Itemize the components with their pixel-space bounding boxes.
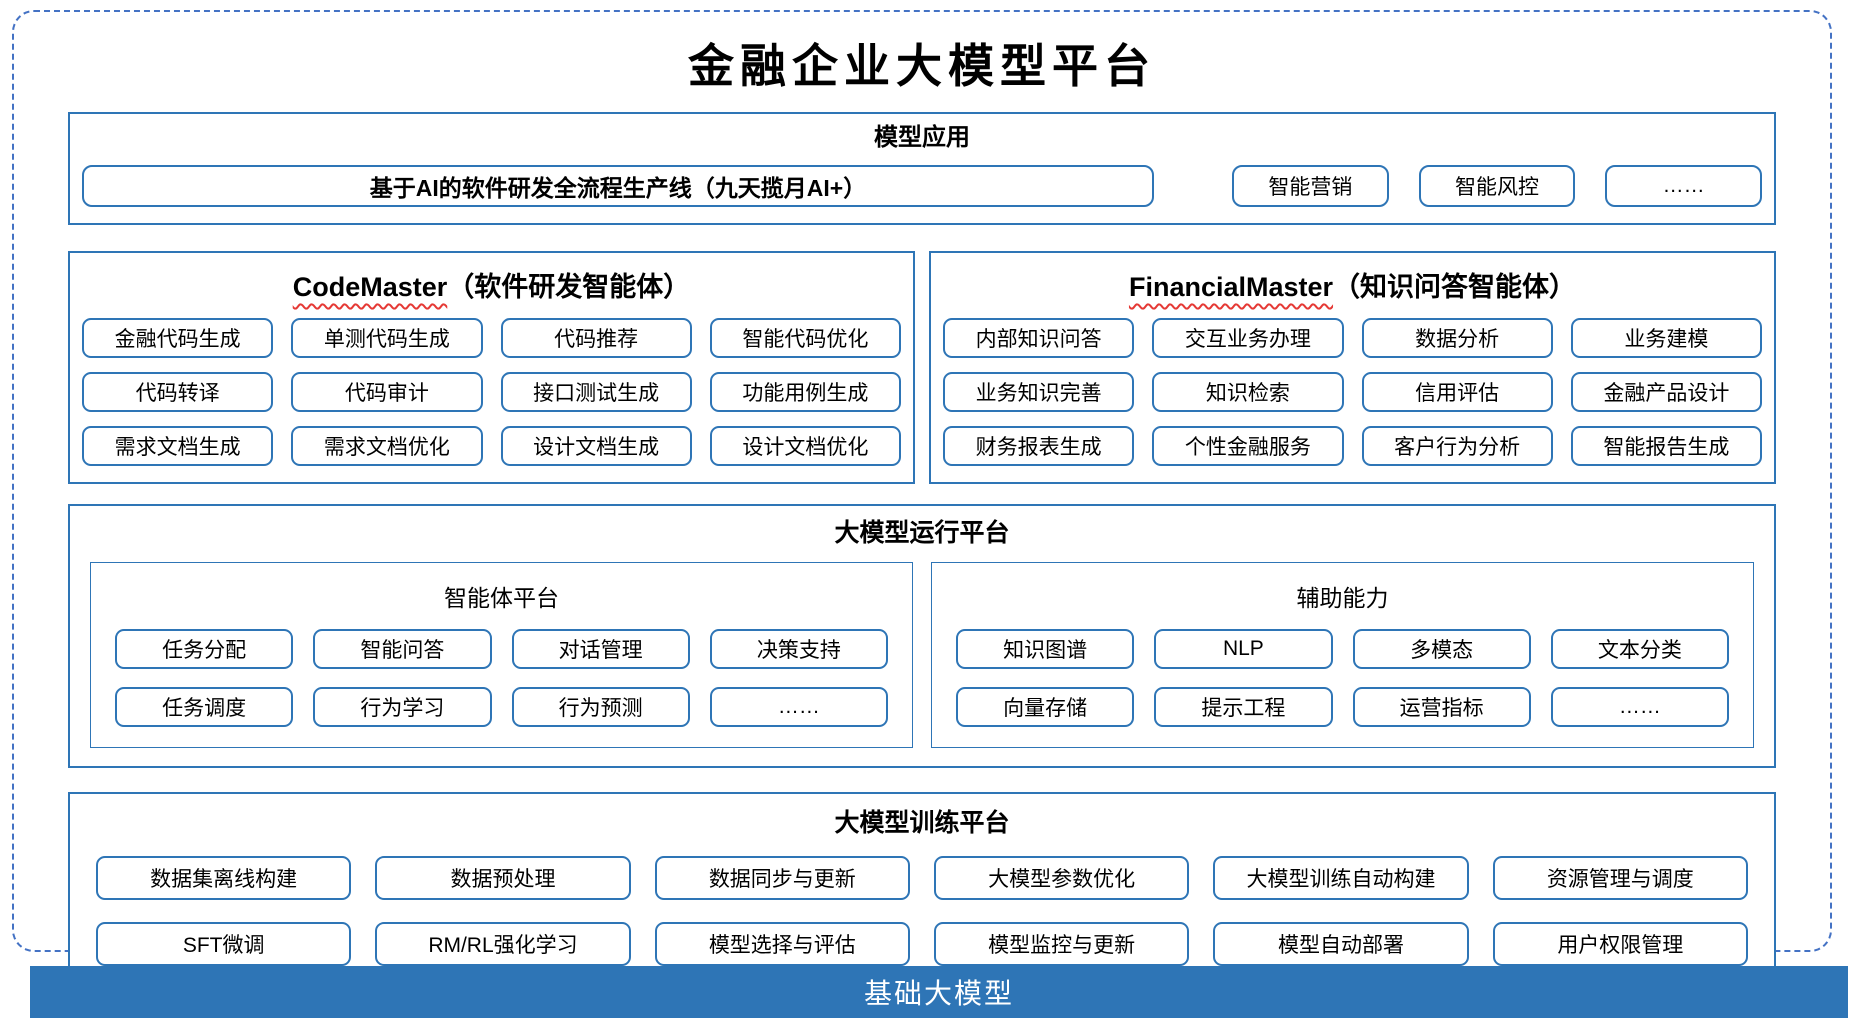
- app-item: ……: [1605, 164, 1763, 207]
- financialmaster-item: 信用评估: [1361, 371, 1553, 412]
- financialmaster-grid: 内部知识问答 交互业务办理 数据分析 业务建模 业务知识完善 知识检索 信用评估…: [943, 317, 1762, 466]
- agent-platform-item: 任务分配: [115, 628, 294, 669]
- codemaster-subtitle: （软件研发智能体）: [447, 271, 691, 302]
- agents-row: CodeMaster（软件研发智能体） 金融代码生成 单测代码生成 代码推荐 智…: [68, 250, 1776, 484]
- training-grid: 数据集离线构建 数据预处理 数据同步与更新 大模型参数优化 大模型训练自动构建 …: [96, 855, 1748, 966]
- training-platform-section: 大模型训练平台 数据集离线构建 数据预处理 数据同步与更新 大模型参数优化 大模…: [68, 791, 1776, 992]
- training-item: 数据同步与更新: [654, 855, 910, 900]
- financialmaster-subtitle: （知识问答智能体）: [1333, 271, 1577, 302]
- financialmaster-item: 数据分析: [1361, 317, 1553, 358]
- codemaster-item: 设计文档优化: [709, 425, 901, 466]
- spacer: [1184, 165, 1202, 207]
- agent-platform-item: 行为预测: [511, 686, 690, 727]
- auxiliary-capability-item: NLP: [1154, 628, 1333, 669]
- agent-platform-item: 对话管理: [511, 628, 690, 669]
- auxiliary-capability-item: 向量存储: [956, 686, 1135, 727]
- training-platform-header: 大模型训练平台: [834, 808, 1010, 837]
- training-item: 大模型参数优化: [933, 855, 1190, 900]
- training-item: 数据集离线构建: [96, 855, 352, 900]
- financialmaster-item: 业务知识完善: [943, 371, 1135, 412]
- agent-platform-title: 智能体平台: [444, 584, 559, 611]
- codemaster-title: CodeMaster（软件研发智能体）: [82, 265, 901, 304]
- model-application-row: 基于AI的软件研发全流程生产线（九天揽月AI+） 智能营销 智能风控 ……: [82, 164, 1763, 207]
- agent-platform-item: 行为学习: [313, 686, 492, 727]
- agent-platform-group: 智能体平台 任务分配 智能问答 对话管理 决策支持 任务调度 行为学习 行为预测…: [90, 561, 913, 748]
- financialmaster-item: 业务建模: [1570, 317, 1762, 358]
- codemaster-name: CodeMaster: [292, 271, 448, 302]
- agent-platform-item: 智能问答: [313, 628, 492, 669]
- page-title: 金融企业大模型平台: [688, 39, 1156, 93]
- training-item: 模型选择与评估: [654, 921, 910, 966]
- auxiliary-capability-item: 多模态: [1352, 628, 1531, 669]
- financialmaster-item: 交互业务办理: [1152, 317, 1344, 358]
- agent-platform-grid: 任务分配 智能问答 对话管理 决策支持 任务调度 行为学习 行为预测 ……: [113, 628, 890, 727]
- financialmaster-item: 知识检索: [1152, 371, 1344, 412]
- codemaster-item: 单测代码生成: [291, 317, 483, 358]
- codemaster-item: 金融代码生成: [82, 317, 274, 358]
- model-application-header: 模型应用: [874, 124, 970, 151]
- codemaster-item: 接口测试生成: [500, 371, 692, 412]
- foundation-model-bar: 基础大模型: [30, 966, 1848, 1018]
- auxiliary-capability-grid: 知识图谱 NLP 多模态 文本分类 向量存储 提示工程 运营指标 ……: [954, 628, 1731, 727]
- training-item: 用户权限管理: [1492, 921, 1748, 966]
- app-item-ai-pipeline: 基于AI的软件研发全流程生产线（九天揽月AI+）: [82, 164, 1154, 207]
- financialmaster-item: 内部知识问答: [943, 317, 1135, 358]
- training-item: RM/RL强化学习: [375, 921, 631, 966]
- codemaster-item: 需求文档生成: [82, 425, 274, 466]
- financialmaster-item: 金融产品设计: [1570, 371, 1762, 412]
- training-item: 资源管理与调度: [1492, 855, 1748, 900]
- financialmaster-title: FinancialMaster（知识问答智能体）: [943, 265, 1762, 304]
- codemaster-item: 代码转译: [82, 371, 274, 412]
- auxiliary-capability-group: 辅助能力 知识图谱 NLP 多模态 文本分类 向量存储 提示工程 运营指标 ……: [931, 561, 1754, 748]
- training-item: 大模型训练自动构建: [1213, 855, 1469, 900]
- training-item: 模型监控与更新: [933, 921, 1190, 966]
- auxiliary-capability-item: 文本分类: [1550, 628, 1729, 669]
- training-item: SFT微调: [96, 921, 352, 966]
- codemaster-item: 功能用例生成: [709, 371, 901, 412]
- financialmaster-item: 智能报告生成: [1570, 425, 1762, 466]
- financialmaster-item: 个性金融服务: [1152, 425, 1344, 466]
- app-item: 智能风控: [1418, 164, 1576, 207]
- agent-platform-item: ……: [709, 686, 888, 727]
- auxiliary-capability-item: 运营指标: [1352, 686, 1531, 727]
- runtime-platform-header: 大模型运行平台: [834, 518, 1010, 547]
- runtime-groups: 智能体平台 任务分配 智能问答 对话管理 决策支持 任务调度 行为学习 行为预测…: [90, 561, 1754, 748]
- agent-platform-item: 决策支持: [709, 628, 888, 669]
- auxiliary-capability-item: 知识图谱: [956, 628, 1135, 669]
- foundation-model-label: 基础大模型: [863, 978, 1014, 1009]
- financialmaster-item: 客户行为分析: [1361, 425, 1553, 466]
- auxiliary-capability-title: 辅助能力: [1296, 584, 1389, 611]
- financialmaster-section: FinancialMaster（知识问答智能体） 内部知识问答 交互业务办理 数…: [929, 250, 1776, 484]
- agent-platform-item: 任务调度: [115, 686, 294, 727]
- runtime-platform-section: 大模型运行平台 智能体平台 任务分配 智能问答 对话管理 决策支持 任务调度 行…: [68, 503, 1776, 768]
- training-item: 模型自动部署: [1213, 921, 1469, 966]
- app-item: 智能营销: [1232, 164, 1389, 207]
- financialmaster-item: 财务报表生成: [943, 425, 1135, 466]
- model-application-section: 模型应用 基于AI的软件研发全流程生产线（九天揽月AI+） 智能营销 智能风控 …: [68, 112, 1776, 225]
- financialmaster-name: FinancialMaster: [1128, 271, 1334, 302]
- codemaster-item: 需求文档优化: [291, 425, 483, 466]
- codemaster-item: 代码推荐: [500, 317, 692, 358]
- codemaster-grid: 金融代码生成 单测代码生成 代码推荐 智能代码优化 代码转译 代码审计 接口测试…: [82, 317, 901, 466]
- auxiliary-capability-item: ……: [1550, 686, 1729, 727]
- training-item: 数据预处理: [375, 855, 631, 900]
- codemaster-item: 设计文档生成: [500, 425, 692, 466]
- codemaster-section: CodeMaster（软件研发智能体） 金融代码生成 单测代码生成 代码推荐 智…: [68, 250, 915, 484]
- auxiliary-capability-item: 提示工程: [1154, 686, 1333, 727]
- codemaster-item: 智能代码优化: [709, 317, 901, 358]
- codemaster-item: 代码审计: [291, 371, 483, 412]
- platform-outline: 金融企业大模型平台 模型应用 基于AI的软件研发全流程生产线（九天揽月AI+） …: [12, 10, 1832, 992]
